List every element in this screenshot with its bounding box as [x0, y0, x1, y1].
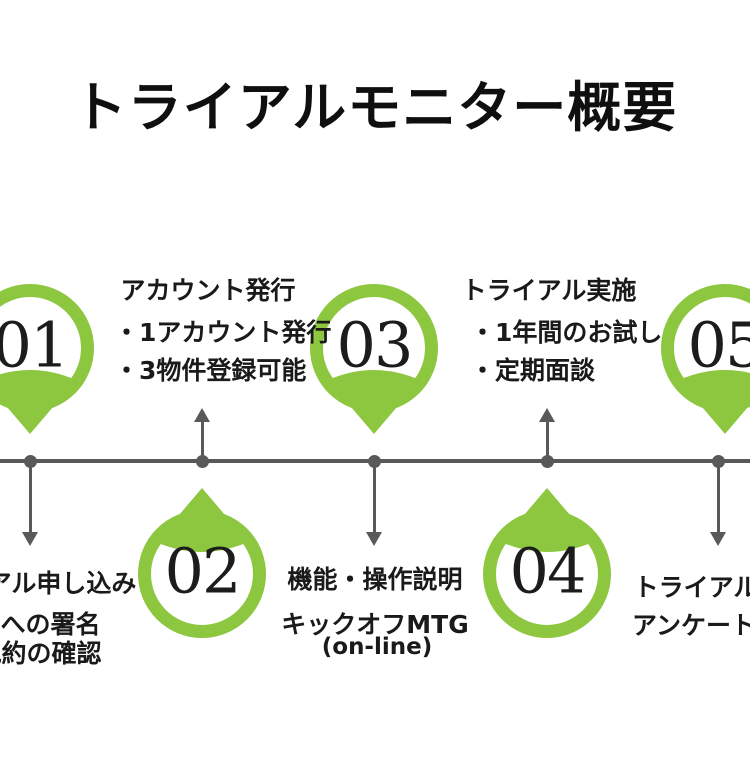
pin-number: 01 [0, 308, 69, 382]
step-03-label-line-1: 機能・操作説明 [287, 565, 463, 594]
timeline-node-05 [712, 455, 725, 468]
pin-tip [501, 488, 593, 552]
pin-tip [679, 370, 750, 434]
pin-shape [310, 284, 438, 434]
pin-tip [328, 370, 420, 434]
timeline-pin-04: 04 [477, 482, 617, 644]
timeline-pin-02: 02 [132, 482, 272, 644]
step-05-label-line-1: トライアル [633, 573, 750, 602]
step-03-label-line-2: キックオフMTG [281, 610, 469, 639]
pin-number: 04 [509, 534, 587, 608]
step-01-label-line-2: 契約書への署名 [0, 610, 101, 639]
step-04-bullet-1: ・1年間のお試し [470, 318, 663, 347]
timeline-node-03 [368, 455, 381, 468]
step-05-label-line-2: アンケート [631, 611, 750, 640]
pin-number: 03 [336, 308, 414, 382]
page-title: トライアルモニター概要 [72, 76, 678, 139]
timeline-node-02 [196, 455, 209, 468]
timeline-node-01 [24, 455, 37, 468]
timeline-pin-01: 01 [0, 278, 100, 440]
pin-shape [138, 488, 266, 638]
connector-stem-down-03 [373, 464, 376, 534]
step-02-heading: アカウント発行 [120, 276, 296, 305]
connector-stem-up-04 [546, 420, 549, 460]
connector-stem-down-01 [29, 464, 32, 534]
pin-tip [156, 488, 248, 552]
step-01-label-line-3: 利用規約の確認 [0, 639, 102, 668]
arrow-up-icon [194, 408, 210, 422]
pin-tip [0, 370, 76, 434]
connector-stem-up-02 [201, 420, 204, 460]
step-02-bullet-2: ・3物件登録可能 [114, 356, 307, 385]
pin-shape [0, 284, 94, 434]
arrow-down-icon [710, 532, 726, 546]
connector-stem-down-05 [717, 464, 720, 534]
pin-number: 02 [164, 534, 242, 608]
arrow-down-icon [366, 532, 382, 546]
arrow-down-icon [22, 532, 38, 546]
step-02-bullet-1: ・1アカウント発行 [114, 318, 332, 347]
timeline-pin-05: 05 [655, 278, 750, 440]
step-04-bullet-2: ・定期面談 [470, 356, 596, 385]
timeline-node-04 [541, 455, 554, 468]
timeline-pin-03: 03 [304, 278, 444, 440]
pin-number: 05 [687, 308, 750, 382]
step-01-label-line-1: トライアル申し込み [0, 569, 137, 598]
step-03-label-line-3: (on-line) [321, 634, 433, 660]
pin-shape [483, 488, 611, 638]
step-04-heading: トライアル実施 [461, 276, 637, 305]
pin-shape [661, 284, 750, 434]
arrow-up-icon [539, 408, 555, 422]
